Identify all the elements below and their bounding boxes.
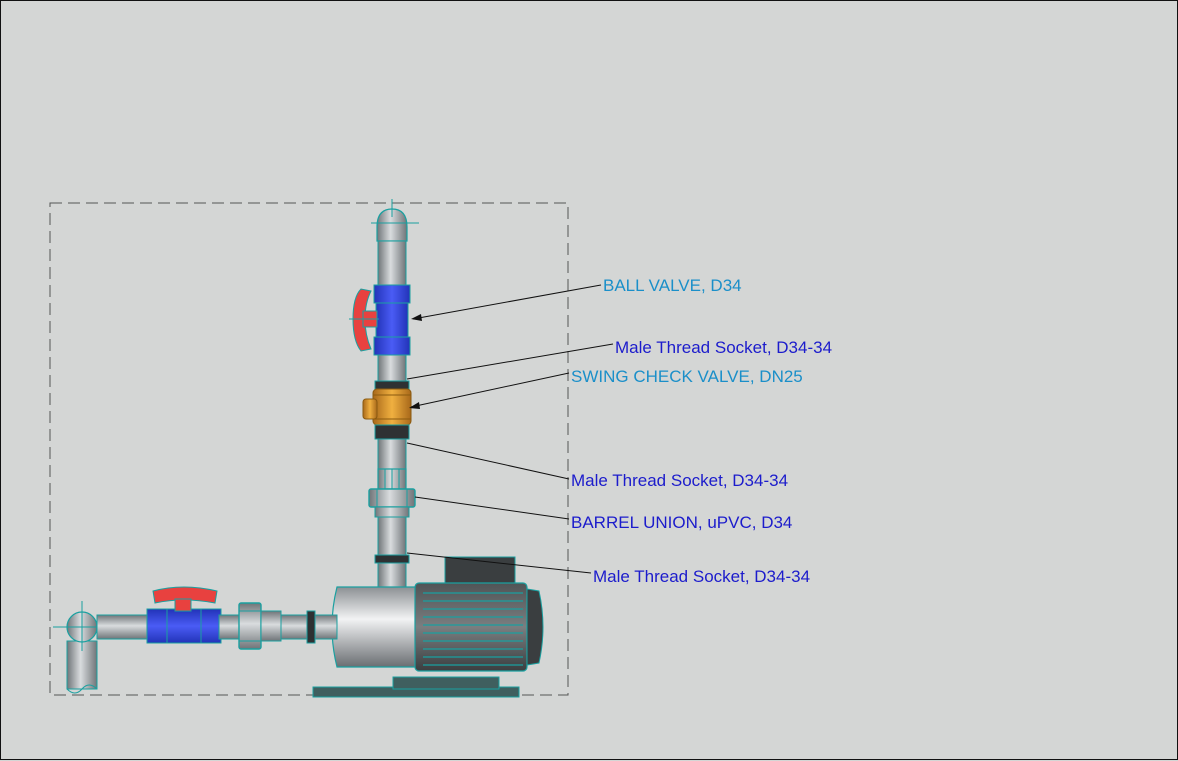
label-socket-mid: Male Thread Socket, D34-34 (571, 471, 788, 490)
vertical-riser (349, 199, 419, 588)
socket-mid (374, 424, 410, 440)
ball-valve-horizontal (146, 586, 222, 644)
pump-motor (312, 556, 544, 698)
label-check-valve: SWING CHECK VALVE, DN25 (571, 367, 803, 386)
ball-valve-vertical (349, 284, 411, 356)
label-ball-valve: BALL VALVE, D34 (603, 276, 742, 295)
barrel-union-horizontal (238, 602, 282, 650)
label-barrel-union: BARREL UNION, uPVC, D34 (571, 513, 792, 532)
suction-line (53, 586, 338, 694)
barrel-union-vertical (368, 468, 416, 518)
leader-lines (406, 284, 614, 574)
label-socket-top: Male Thread Socket, D34-34 (615, 338, 832, 357)
socket-bottom (374, 554, 410, 564)
label-socket-bottom: Male Thread Socket, D34-34 (593, 567, 810, 586)
socket-top (374, 380, 410, 390)
assembly-boundary (49, 202, 569, 696)
swing-check-valve (362, 388, 412, 426)
